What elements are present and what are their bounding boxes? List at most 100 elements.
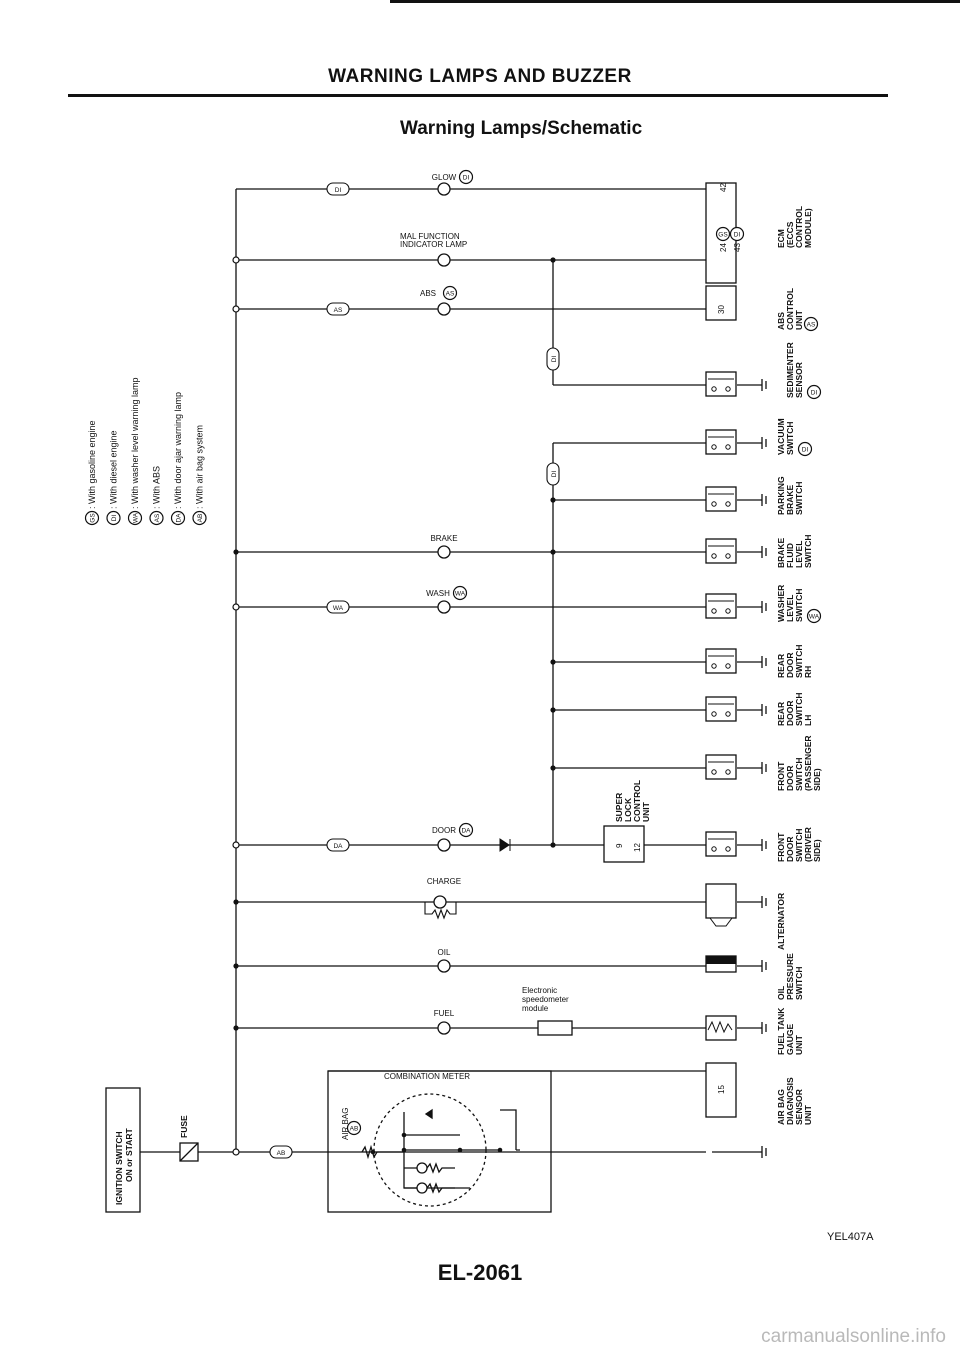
glow-connector-code: DI bbox=[335, 187, 342, 194]
legend-text: : With air bag system bbox=[195, 425, 205, 509]
oil-pressure-line-3: SWITCH bbox=[794, 966, 804, 1000]
legend-code-badge-text: AB bbox=[197, 514, 204, 523]
speedometer-line-2: speedometer bbox=[522, 995, 569, 1004]
glow-connector-badge bbox=[326, 182, 350, 196]
brake-lamp-icon bbox=[437, 545, 451, 559]
front-door-driver-line-1: FRONT bbox=[776, 832, 786, 862]
sedimenter-connector-code: DI bbox=[551, 356, 558, 363]
oil-switch-fill bbox=[706, 956, 736, 964]
schematic-subtitle: Warning Lamps/Schematic bbox=[400, 118, 643, 139]
wash-lamp-icon bbox=[437, 600, 451, 614]
airbag-sensor-line-4: UNIT bbox=[803, 1104, 813, 1125]
charge-resistor-icon bbox=[424, 902, 457, 920]
front-door-driver-line-5: SIDE) bbox=[812, 839, 822, 862]
airbag-sensor-box bbox=[705, 1062, 737, 1118]
abs-unit-line-3: UNIT bbox=[794, 309, 804, 330]
legend-text: : With ABS bbox=[152, 466, 162, 509]
super-lock-line-3: CONTROL bbox=[632, 780, 642, 822]
speedometer-line-3: module bbox=[522, 1004, 549, 1013]
airbag-sensor-line-1: AIR BAG bbox=[776, 1089, 786, 1125]
airbag-sensor-line-3: SENSOR bbox=[794, 1089, 804, 1125]
abs-unit-code bbox=[803, 316, 819, 332]
rear-door-lh-line-1: REAR bbox=[776, 702, 786, 726]
legend-code-badge-text: GS bbox=[90, 513, 97, 523]
watermark: carmanualsonline.info bbox=[761, 1326, 946, 1347]
door-connector-badge bbox=[326, 838, 350, 852]
legend-item-gs: GS : With gasoline engine bbox=[84, 420, 100, 526]
ecm-line-4: MODULE) bbox=[803, 208, 813, 248]
abs-unit-code-text: AS bbox=[807, 322, 816, 329]
legend-code-badge bbox=[84, 510, 100, 526]
meter-airbag-code-text: AB bbox=[350, 1126, 359, 1133]
fuel-lamp-icon bbox=[437, 1021, 451, 1035]
connector-badges bbox=[269, 182, 560, 1159]
parking-switch-box bbox=[705, 486, 737, 512]
page-title: WARNING LAMPS AND BUZZER bbox=[328, 66, 632, 87]
glow-code-badge bbox=[458, 169, 474, 185]
alternator-ground bbox=[709, 917, 733, 927]
ecm-gs-badge-text: GS bbox=[718, 232, 728, 239]
super-lock-line-1: SUPER bbox=[614, 793, 624, 822]
glow-code-badge-text: DI bbox=[463, 175, 470, 182]
abs-unit-line-2: CONTROL bbox=[785, 288, 795, 330]
legend-code-badge bbox=[149, 510, 164, 526]
figure-reference: YEL407A bbox=[827, 1231, 874, 1243]
rear-door-rh-line-3: SWITCH bbox=[794, 644, 804, 678]
page-number: EL-2061 bbox=[437, 1260, 523, 1285]
airbag-connector-badge bbox=[269, 1145, 293, 1159]
fuel-tank-gauge-line-2: GAUGE bbox=[785, 1024, 795, 1056]
vacuum-sedimenter-line-1: SEDIMENTER bbox=[785, 342, 795, 398]
washer-level-line-2: LEVEL bbox=[785, 595, 795, 622]
parking-brake-line-1: PARKING bbox=[776, 476, 786, 515]
front-door-passenger-line-5: SIDE) bbox=[812, 768, 822, 791]
legend-code-badge-text: WA bbox=[133, 512, 140, 523]
glow-lamp-label: GLOW bbox=[432, 173, 457, 182]
rear-door-rh-line-2: DOOR bbox=[785, 653, 795, 679]
vacuum-sedimenter-code-text: DI bbox=[811, 390, 818, 397]
warning-lamps bbox=[433, 182, 451, 1035]
washer-level-line-1: WASHER bbox=[776, 585, 786, 622]
charge-lamp-label: CHARGE bbox=[427, 877, 461, 886]
washer-level-code bbox=[806, 608, 822, 624]
legend-code-badge-text: DA bbox=[176, 513, 183, 523]
vacuum-switch-box bbox=[705, 429, 737, 455]
legend-item-di: DI: With diesel engine bbox=[106, 430, 121, 526]
legend-item-ab: AB : With air bag system bbox=[192, 425, 207, 526]
alternator-line-1: ALTERNATOR bbox=[776, 893, 786, 950]
legend-text: : With door ajar warning lamp bbox=[173, 392, 183, 509]
rear-rh-switch-box bbox=[705, 648, 737, 674]
brake-fluid-line-1: BRAKE bbox=[776, 537, 786, 568]
switch-contacts bbox=[707, 378, 734, 1034]
legend-item-wa: WA: With washer level warning lamp bbox=[127, 377, 143, 526]
front-door-driver-line-3: SWITCH bbox=[794, 828, 804, 862]
ecm-pin-42: 42 bbox=[719, 183, 728, 192]
vacuum-switch-line-2: SWITCH bbox=[785, 421, 795, 455]
abs-lamp-label: ABS bbox=[420, 289, 436, 298]
door-connector-code: DA bbox=[333, 843, 343, 850]
alternator-box bbox=[705, 883, 737, 919]
vacuum-switch-code bbox=[797, 441, 813, 457]
ecm-gs-badge bbox=[715, 226, 731, 242]
fuel-lamp-label: FUEL bbox=[434, 1009, 455, 1018]
meter-airbag-code bbox=[346, 1120, 362, 1136]
legend-code-badge-text: DI bbox=[111, 515, 118, 522]
vacuum-switch-line-1: VACUUM bbox=[776, 418, 786, 455]
sedimenter-connector-badge bbox=[546, 347, 560, 371]
malfunction-label-2: INDICATOR LAMP bbox=[400, 240, 467, 249]
fuel-gauge-box bbox=[705, 1015, 737, 1041]
ecm-pin-43: 43 : bbox=[733, 239, 742, 252]
abs-code-badge-text: AS bbox=[446, 291, 455, 298]
vacuum-switch-code-text: DI bbox=[802, 447, 809, 454]
fuel-tank-gauge-line-3: UNIT bbox=[794, 1034, 804, 1055]
rear-door-rh-line-1: REAR bbox=[776, 654, 786, 678]
super-lock-pin-9: 9 bbox=[615, 843, 624, 848]
ignition-line-1: IGNITION SWITCH bbox=[114, 1131, 124, 1205]
front-door-passenger-line-4: (PASSENGER bbox=[803, 735, 813, 791]
legend-text: : With gasoline engine bbox=[87, 420, 97, 509]
sedimenter-switch-box bbox=[705, 371, 737, 397]
speedometer-box bbox=[537, 1020, 573, 1036]
rear-door-rh-line-4: RH bbox=[803, 666, 813, 678]
